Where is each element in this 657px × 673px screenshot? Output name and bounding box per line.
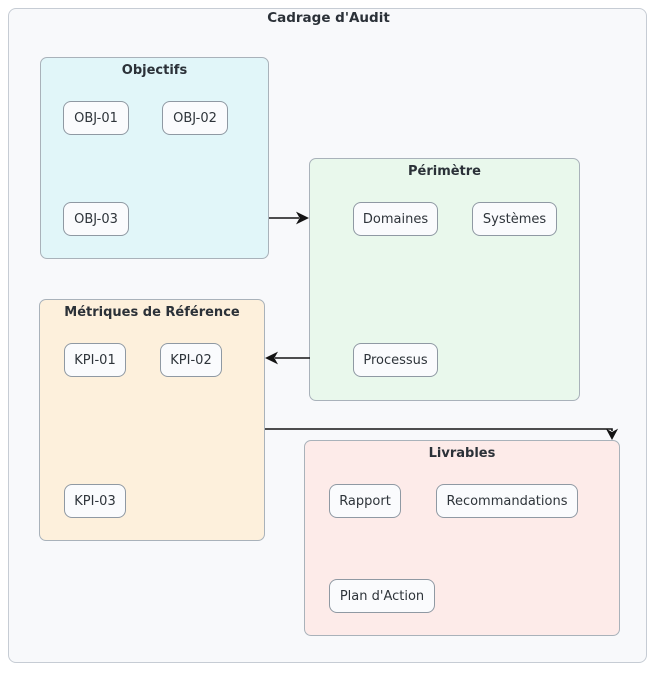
- node-obj-02: OBJ-02: [162, 101, 228, 135]
- node-rapport: Rapport: [329, 484, 401, 518]
- node-domaines: Domaines: [353, 202, 438, 236]
- group-livrables-title: Livrables: [428, 446, 496, 461]
- group-perimetre-title: Périmètre: [407, 164, 482, 179]
- group-metriques-title: Métriques de Référence: [64, 305, 240, 320]
- group-perimetre: Périmètre Domaines Systèmes Processus: [309, 158, 580, 401]
- group-livrables: Livrables Rapport Recommandations Plan d…: [304, 440, 620, 636]
- node-recommandations: Recommandations: [436, 484, 578, 518]
- node-plan-daction: Plan d'Action: [329, 579, 435, 613]
- node-obj-01: OBJ-01: [63, 101, 129, 135]
- node-obj-03: OBJ-03: [63, 202, 129, 236]
- group-metriques: Métriques de Référence KPI-01 KPI-02 KPI…: [39, 299, 265, 541]
- node-processus: Processus: [353, 343, 438, 377]
- node-kpi-02: KPI-02: [160, 343, 222, 377]
- diagram-title: Cadrage d'Audit: [267, 10, 390, 26]
- node-systemes: Systèmes: [472, 202, 557, 236]
- node-kpi-03: KPI-03: [64, 484, 126, 518]
- group-objectifs: Objectifs OBJ-01 OBJ-02 OBJ-03: [40, 57, 269, 259]
- node-kpi-01: KPI-01: [64, 343, 126, 377]
- group-objectifs-title: Objectifs: [121, 63, 188, 78]
